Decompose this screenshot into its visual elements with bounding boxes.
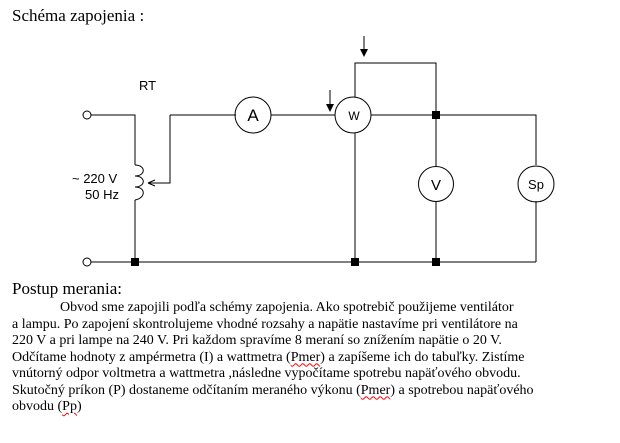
input-terminal-top xyxy=(82,110,92,120)
procedure-line: vnútorný odpor voltmetra a wattmetra ,ná… xyxy=(12,366,612,383)
supply-frequency-label: 50 Hz xyxy=(85,187,119,202)
text-run: Odčítame hodnoty z ampérmetra (I) a watt… xyxy=(12,349,291,365)
junction-dot xyxy=(432,111,440,119)
wattmeter-voltage-loop xyxy=(354,62,437,115)
spellcheck-word: Pmer xyxy=(290,349,321,365)
circuit-schematic: RT ~ 220 V 50 Hz A W V Sp xyxy=(72,36,555,267)
text-run: Obvod sme zapojili podľa schémy zapojeni… xyxy=(60,300,514,315)
voltmeter-label: V xyxy=(431,177,441,194)
wiper-wire xyxy=(148,115,171,184)
text-run: obvodu ( xyxy=(12,399,63,414)
supply-voltage-label: ~ 220 V xyxy=(72,171,118,186)
load-label: Sp xyxy=(528,177,544,192)
junction-dot xyxy=(432,258,440,266)
ammeter-label: A xyxy=(247,106,259,125)
wire-wattmeter-out xyxy=(371,114,537,165)
spellcheck-word: Pmer xyxy=(360,382,391,398)
wattmeter-circle xyxy=(334,96,372,134)
text-run: Skutočný príkon (P) dostaneme odčítaním … xyxy=(12,382,361,398)
procedure-line: Skutočný príkon (P) dostaneme odčítaním … xyxy=(12,383,612,400)
current-coil-arrowhead xyxy=(326,104,334,112)
voltmeter-circle xyxy=(418,166,454,202)
text-run: 220 V a pri lampe na 240 V. Pri každom s… xyxy=(12,333,502,348)
wire-input-bottom xyxy=(91,200,136,263)
wiper-arrowhead xyxy=(147,179,156,187)
autotransformer-coil xyxy=(134,164,144,201)
wattmeter-label: W xyxy=(348,109,360,123)
ammeter-circle xyxy=(234,96,272,134)
procedure-text: Obvod sme zapojili podľa schémy zapojeni… xyxy=(12,300,612,416)
junction-dot xyxy=(351,258,359,266)
transformer-label: RT xyxy=(139,78,156,93)
procedure-line: obvodu (Pp) xyxy=(12,399,612,416)
junction-dot xyxy=(131,258,139,266)
load-circle xyxy=(517,165,555,203)
voltage-coil-arrowhead xyxy=(360,49,368,57)
text-run: a lampu. Po zapojení skontrolujeme vhodn… xyxy=(12,316,518,332)
procedure-line: Odčítame hodnoty z ampérmetra (I) a watt… xyxy=(12,350,612,367)
wire-input-top xyxy=(91,114,136,165)
schema-title: Schéma zapojenia : xyxy=(12,6,145,25)
procedure-heading: Postup merania: xyxy=(12,279,123,298)
procedure-line: a lampu. Po zapojení skontrolujeme vhodn… xyxy=(12,317,612,334)
input-terminal-bottom xyxy=(82,257,92,267)
text-run: ) a zapíšeme ich do tabuľky. Zistíme xyxy=(320,349,525,365)
procedure-line: 220 V a pri lampe na 240 V. Pri každom s… xyxy=(12,333,612,350)
spellcheck-word: Pp xyxy=(62,399,77,414)
text-run: vnútorný odpor voltmetra a wattmetra ,ná… xyxy=(12,366,521,381)
text-run: ) a spotrebou napäťového xyxy=(390,382,534,398)
procedure-line: Obvod sme zapojili podľa schémy zapojeni… xyxy=(12,300,612,317)
text-run: ) xyxy=(76,399,82,414)
